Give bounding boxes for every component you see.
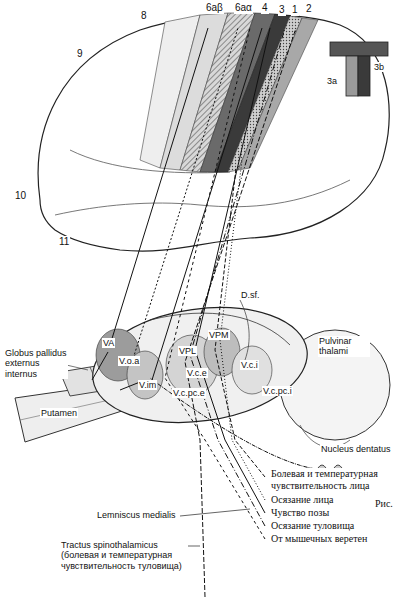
structure-label: Globus pallidus externus internus [4,348,68,379]
structure-label: Putamen [40,408,78,418]
nucleus-label: VPM [208,330,230,340]
tract-label: Болевая и температурная чувствительность… [270,468,387,491]
nucleus-label: V.c.pc.i [262,386,293,396]
nucleus-label: V.o.a [118,356,140,366]
tract-label: Осязание лица [270,494,334,506]
area-number: 3b [373,62,385,72]
area-number: 9 [76,48,84,60]
tract-label: От мышечных веретен [270,533,368,545]
tract-label: Чувство позы [270,507,330,519]
nucleus-label: VA [102,338,115,348]
area-number: 2 [305,3,313,15]
area-number: 6aα [234,2,253,14]
caption-fragment: Рис. [374,498,394,510]
area-number: 11 [58,236,70,248]
tract-label: Lemniscus medialis [96,510,177,520]
structure-label: Pulvinar thalami [318,336,370,357]
area-number: 6aβ [205,2,224,14]
area-number: 3a [326,76,338,86]
area-number: 1 [291,4,299,16]
nucleus-label: D.sf. [240,290,261,300]
nucleus-label: V.im [138,380,157,390]
area-number: 10 [14,190,27,202]
nucleus-label: VPL [178,346,197,356]
structure-label: Nucleus dentatus [320,444,392,454]
area-number: 8 [140,10,148,22]
area-number: 3 [278,4,286,16]
tract-label: Осязание туловища [270,520,355,532]
nucleus-label: V.c.i [240,360,259,370]
tract-label: Tractus spinothalamicus (болевая и темпе… [60,540,187,571]
nucleus-label: V.c.pc.e [172,388,206,398]
area-number: 4 [261,2,269,14]
nucleus-label: V.c.e [186,368,208,378]
